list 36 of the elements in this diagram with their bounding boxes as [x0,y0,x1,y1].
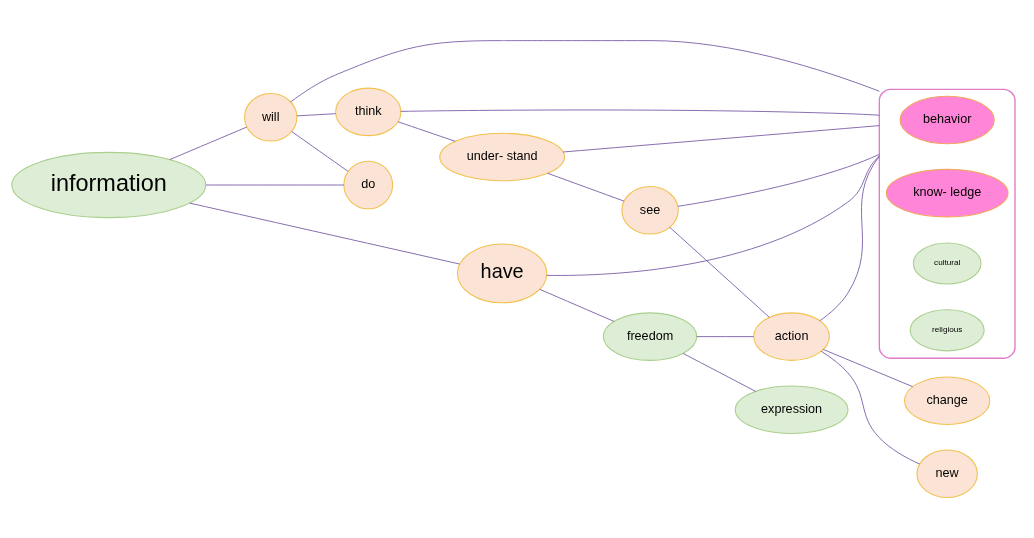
node-ellipse: freedom [602,312,698,361]
connector [562,125,880,153]
connector [400,109,880,116]
node-circle: do [343,160,394,210]
node-ellipse: cultural [912,242,982,285]
connector [819,155,880,322]
node-ellipse: see [621,185,679,235]
node-ellipse: have [456,243,548,304]
node-circle: will [244,93,298,142]
connector [397,121,456,142]
node-ellipse: know- ledge [885,168,1009,218]
node-ellipse: expression [734,385,849,434]
connector [290,40,880,103]
node-ellipse: religious [909,309,985,352]
connector [682,352,757,392]
node-ellipse: under- stand [439,132,565,182]
connector [296,113,337,117]
node-ellipse: information [11,151,207,219]
cluster [878,88,1016,359]
connector [677,153,880,207]
connector [291,131,349,172]
connector [546,155,880,276]
connector [547,172,625,202]
node-ellipse: behavior [899,95,995,145]
connector [169,126,248,161]
connector [189,202,461,265]
node-ellipse: think [335,87,402,137]
connector [205,184,345,186]
connector [822,348,914,388]
node-ellipse: new [916,449,978,499]
connector [669,226,770,318]
node-ellipse: change [904,376,991,425]
node-ellipse: action [753,312,830,361]
connector [539,288,615,322]
connector [696,336,755,338]
connector [820,350,921,465]
